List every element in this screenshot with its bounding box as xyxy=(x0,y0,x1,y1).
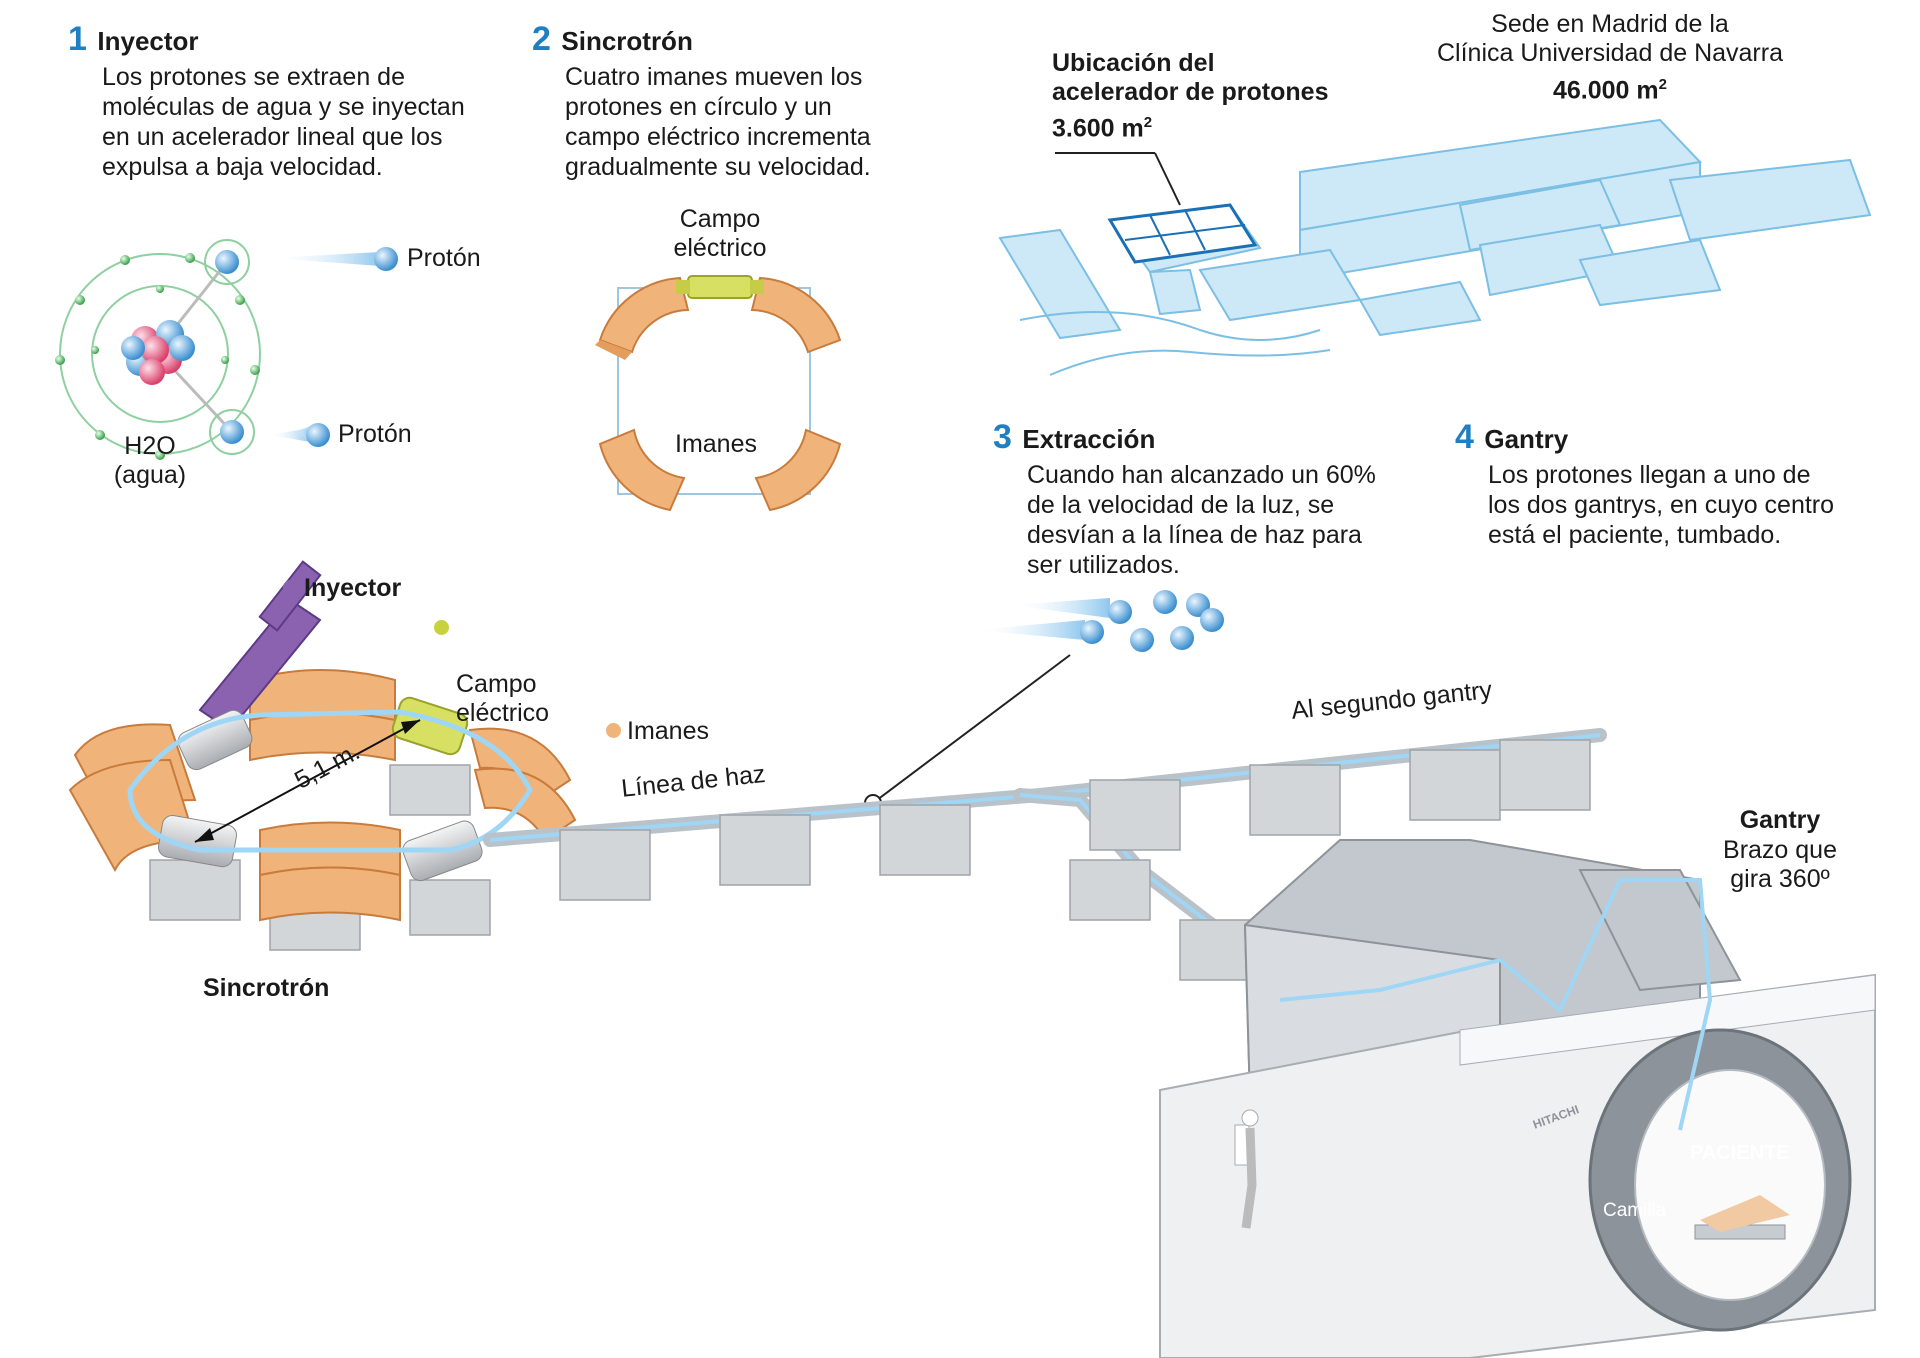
step-3-number: 3 xyxy=(993,418,1012,456)
step-4-title: Gantry xyxy=(1484,424,1569,454)
field-label-text: Campo eléctrico xyxy=(456,670,550,727)
step-2-number: 2 xyxy=(532,20,551,58)
field-label-small: Campo eléctrico xyxy=(673,205,767,262)
magnets-label-small: Imanes xyxy=(675,430,757,458)
proton-label-bottom: Protón xyxy=(338,420,412,448)
injector-label: Inyector xyxy=(283,545,401,603)
step-1-number: 1 xyxy=(68,20,87,58)
step-1-title: Inyector xyxy=(97,26,199,56)
accel-area: 3.600 m2 xyxy=(1052,108,1152,143)
gantry-title: Gantry xyxy=(1739,806,1821,834)
accel-label: Ubicación del acelerador de protones xyxy=(1052,49,1329,106)
water-label: H2O (agua) xyxy=(113,432,187,489)
synchrotron-label: Sincrotrón xyxy=(203,974,330,1002)
step-2-body: Cuatro imanes mueven los protones en cír… xyxy=(565,63,871,181)
step-2-title: Sincrotrón xyxy=(561,26,693,56)
beam-line xyxy=(483,728,1607,1007)
step-3-title: Extracción xyxy=(1022,424,1156,454)
step-4-number: 4 xyxy=(1455,418,1474,456)
injector-label-text: Inyector xyxy=(304,574,402,602)
step-1-body: Los protones se extraen de moléculas de … xyxy=(102,63,465,181)
step-1: 1 Inyector xyxy=(68,22,199,56)
injector-dot xyxy=(283,580,298,595)
hq-area-sup: 2 xyxy=(1658,76,1667,93)
magnets-label: Imanes xyxy=(606,688,709,746)
magnets-dot xyxy=(606,723,621,738)
main-synchrotron xyxy=(68,560,577,951)
hq-label: Sede en Madrid de la Clínica Universidad… xyxy=(1437,10,1783,67)
field-label: Campo eléctrico xyxy=(434,612,549,757)
step-4-body: Los protones llegan a uno de los dos gan… xyxy=(1488,461,1835,549)
building-map xyxy=(998,118,1872,376)
gantry-desc: Brazo que gira 360º xyxy=(1723,836,1837,893)
accelerator-site xyxy=(1055,152,1258,264)
field-dot xyxy=(434,620,449,635)
step-3-body: Cuando han alcanzado un 60% de la veloci… xyxy=(1027,461,1376,579)
accel-area-sup: 2 xyxy=(1143,114,1153,131)
hq-area-value: 46.000 m xyxy=(1553,76,1659,105)
magnets-label-text: Imanes xyxy=(627,717,709,745)
step-4: 4 Gantry xyxy=(1455,420,1568,454)
hq-area: 46.000 m2 xyxy=(1500,70,1720,105)
stretcher-label: Camilla xyxy=(1603,1200,1667,1221)
patient-label: PACIENTE xyxy=(1690,1142,1790,1164)
gantry-machine xyxy=(1159,839,1876,1358)
step-3: 3 Extracción xyxy=(993,420,1155,454)
water-molecule xyxy=(55,239,398,460)
accel-area-value: 3.600 m xyxy=(1052,114,1144,143)
proton-label-top: Protón xyxy=(407,244,481,272)
step-2: 2 Sincrotrón xyxy=(532,22,693,56)
synchrotron-schematic xyxy=(595,275,842,512)
